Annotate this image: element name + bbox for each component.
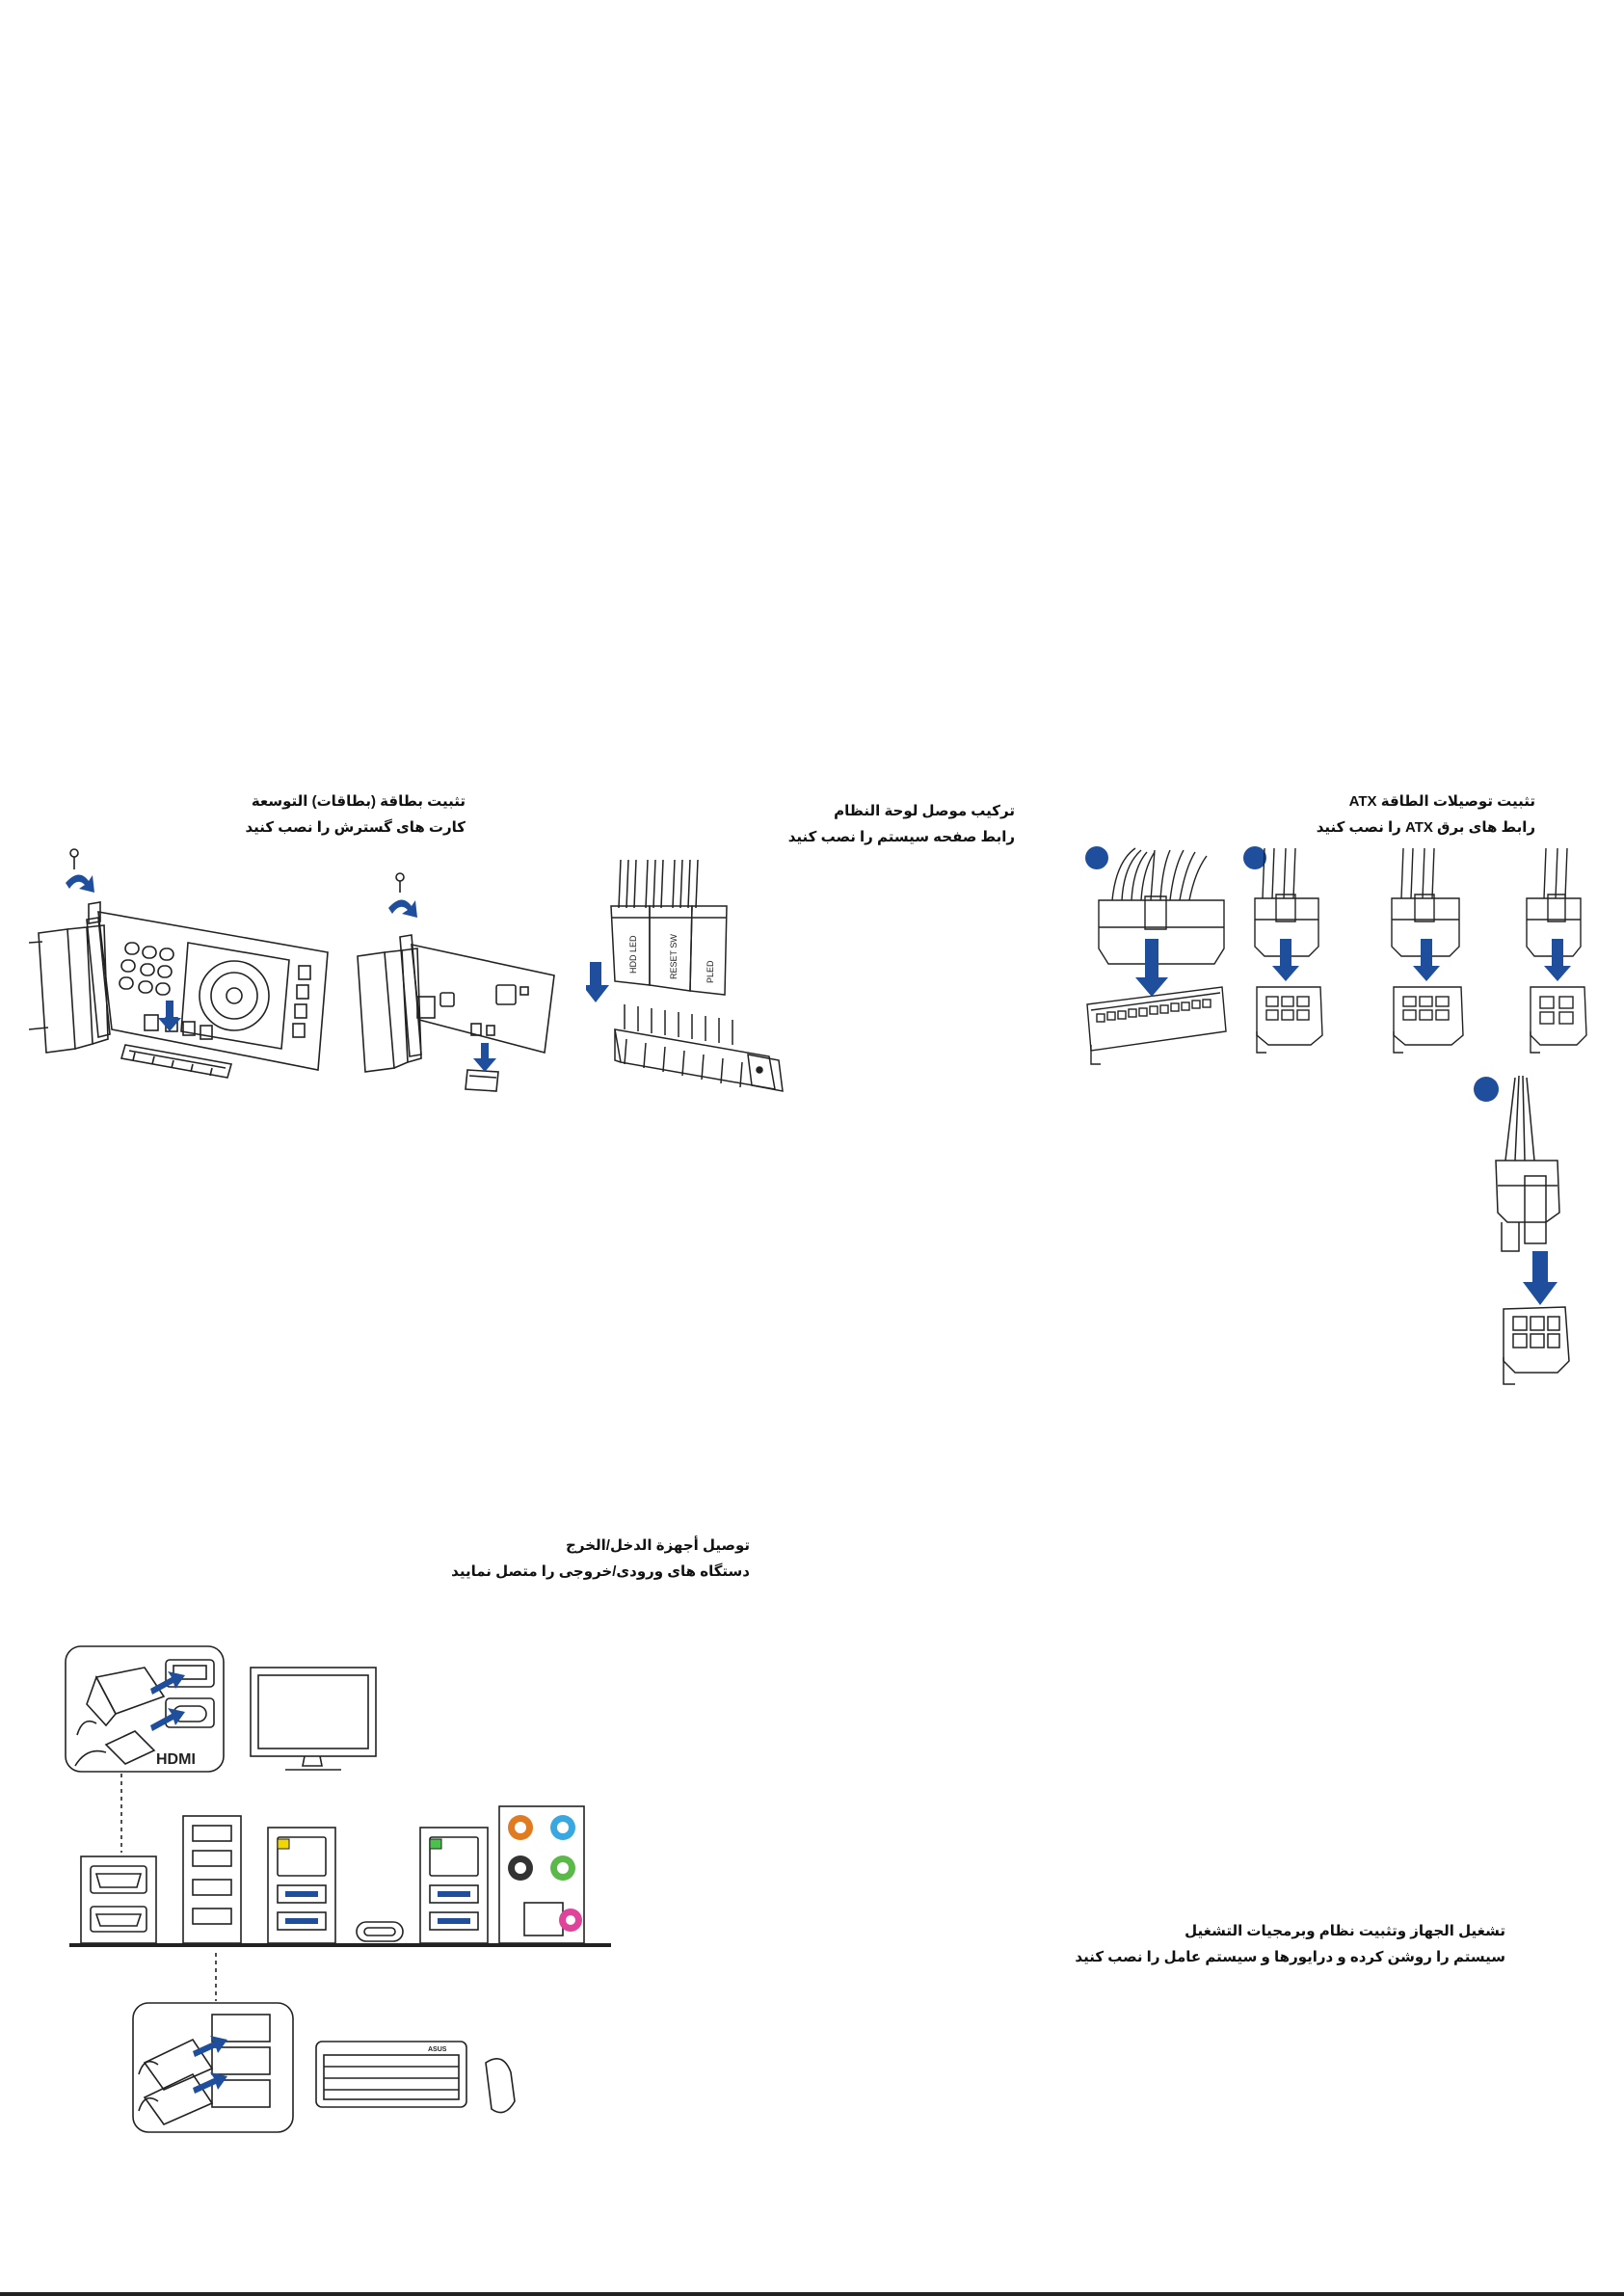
- panel-heading: تركيب موصل لوحة النظام رابط صفحه سيستم ر…: [787, 798, 1015, 850]
- power-on-heading: تشغيل الجهاز وتثبيت نظام وبرمجيات التشغي…: [1075, 1918, 1505, 1970]
- expansion-title-ar: تثبيت بطاقة (بطاقات) التوسعة: [251, 793, 466, 810]
- pin-label-pled: PLED: [706, 960, 715, 983]
- io-panel-illustration: HDMI ASUS: [65, 1645, 611, 2133]
- keyboard-brand: ASUS: [428, 2046, 447, 2053]
- panel-title-fa: رابط صفحه سيستم را نصب كنيد: [787, 829, 1015, 845]
- power-on-title-fa: سيستم را روشن كرده و درايورها و سيستم عا…: [1075, 1949, 1505, 1965]
- pin-label-reset-sw: RESET SW: [669, 934, 679, 979]
- lan-led-yellow: [277, 1838, 290, 1850]
- atx-4pin-illustration: [1526, 847, 1587, 1054]
- page-bottom-rule: [0, 2292, 1624, 2296]
- io-title-ar: توصيل أجهزة الدخل/الخرج: [566, 1537, 750, 1554]
- atx-heading: تثبيت توصيلات الطاقة ATX رابط های برق AT…: [1311, 788, 1535, 841]
- io-title-fa: دستگاه های ورودی/خروجی را متصل نماييد: [451, 1563, 750, 1580]
- eps-8pin-illustration-2: [1391, 847, 1464, 1054]
- gpu-card-illustration: [29, 848, 329, 1079]
- atx-title-fa: رابط های برق ATX را نصب كنيد: [1316, 819, 1535, 836]
- pcie-power-illustration: [1474, 1075, 1570, 1385]
- lan-led-green: [429, 1838, 442, 1850]
- pin-label-hdd-led: HDD LED: [628, 935, 638, 974]
- small-card-illustration: [357, 872, 555, 1092]
- io-heading: توصيل أجهزة الدخل/الخرج دستگاه های ورودی…: [451, 1533, 750, 1585]
- hdmi-logo: HDMI: [156, 1751, 196, 1768]
- expansion-title-fa: كارت های گسترش را نصب كنيد: [245, 819, 466, 836]
- atx-24pin-illustration: [1085, 846, 1227, 1065]
- expansion-heading: تثبيت بطاقة (بطاقات) التوسعة كارت های گس…: [241, 788, 466, 841]
- panel-title-ar: تركيب موصل لوحة النظام: [834, 803, 1015, 819]
- atx-title-ar: تثبيت توصيلات الطاقة ATX: [1348, 793, 1535, 810]
- panel-connector-illustration: HDD LED RESET SW PLED: [586, 860, 784, 1092]
- power-on-title-ar: تشغيل الجهاز وتثبيت نظام وبرمجيات التشغي…: [1185, 1923, 1505, 1939]
- eps-8pin-illustration-1: [1243, 846, 1323, 1054]
